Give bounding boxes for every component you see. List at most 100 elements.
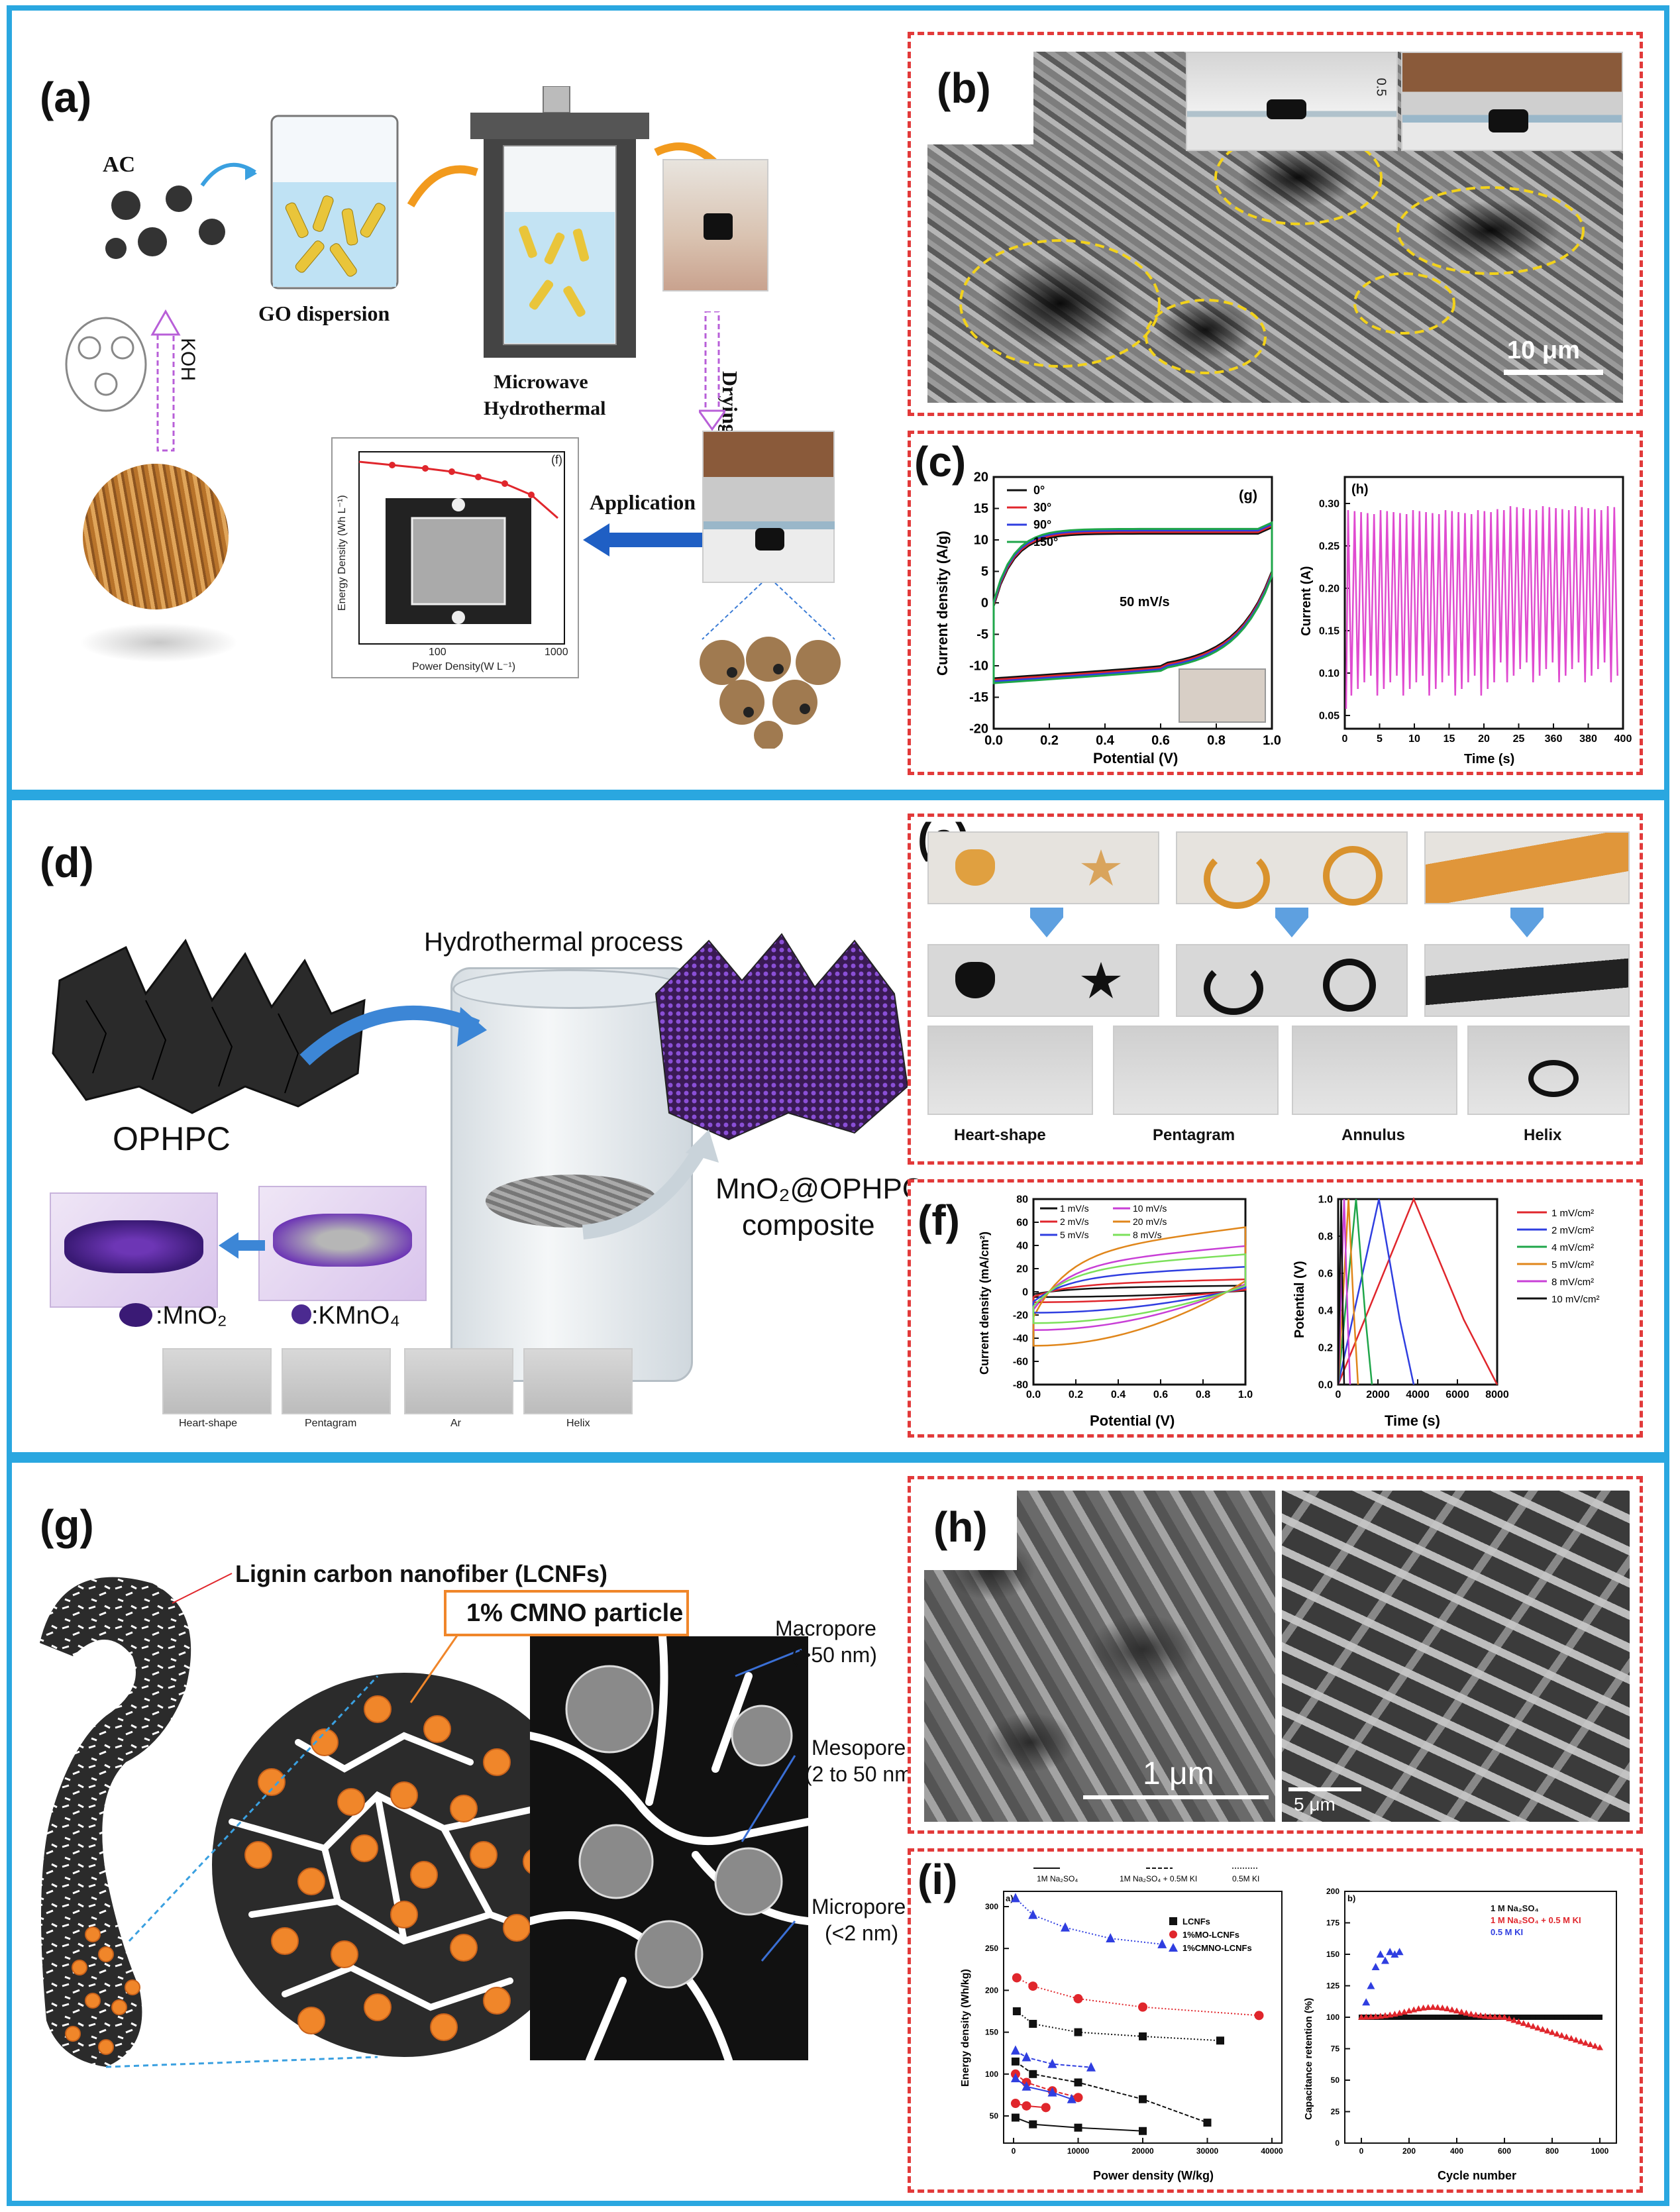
cv-f-legend-label-2: 2 mV/s xyxy=(1060,1216,1089,1227)
retention-black-7 xyxy=(1392,2015,1398,2020)
retention-black-17 xyxy=(1440,2015,1445,2020)
ruler-mark: 0.5 xyxy=(1373,78,1389,97)
mno2-particle-box xyxy=(50,1192,218,1308)
lcnf-label: Lignin carbon nanofiber (LCNFs) xyxy=(235,1560,607,1587)
retention-red-29 xyxy=(1496,2013,1503,2020)
cv-c-ytick-label-5: -5 xyxy=(976,627,988,642)
cv-f-legend-label-5: 8 mV/s xyxy=(1133,1230,1162,1240)
retention-red-36 xyxy=(1530,2023,1537,2029)
ragone-point-2-0 xyxy=(1010,1893,1020,1903)
retention-red-9 xyxy=(1400,2008,1408,2015)
cmno-sphere-25 xyxy=(85,1993,101,2009)
retention-red-50 xyxy=(1597,2044,1603,2050)
cv-c-ytick-label-8: -20 xyxy=(969,722,988,737)
retention-blue-1 xyxy=(1367,1981,1375,1989)
pore-pointer-lines xyxy=(735,1648,802,1962)
rag-xtick-label-2: 20000 xyxy=(1131,2146,1154,2156)
cv-c-ytick-label-4: 0 xyxy=(981,596,988,611)
rag-ytick-label-0: 300 xyxy=(985,1902,998,1911)
cmno-sphere-8 xyxy=(410,1861,438,1889)
retention-red-45 xyxy=(1573,2036,1579,2043)
cv-c-xtick-label-0: 0.0 xyxy=(984,733,1003,748)
rag-xtick-label-4: 40000 xyxy=(1261,2146,1283,2156)
panel-label-f: (f) xyxy=(918,1196,960,1244)
e-arrow-2 xyxy=(1275,908,1308,937)
retention-red-25 xyxy=(1477,2012,1484,2019)
i-top-legend-1: 1M Na₂SO₄ xyxy=(1037,1874,1078,1883)
e-carbon-heart-star xyxy=(927,944,1159,1017)
ragone-point-2-3 xyxy=(1106,1933,1116,1943)
cv-c-xtick-label-2: 0.4 xyxy=(1096,733,1115,748)
mesopore-label-1: Mesopore xyxy=(812,1736,906,1760)
lcnf-fiber-illustration xyxy=(40,1573,563,2068)
cv-f-curve-0 xyxy=(1032,1285,1247,1298)
ct-c-xtick-label-7: 380 xyxy=(1579,733,1597,745)
ret-ytick-label-7: 25 xyxy=(1331,2107,1340,2117)
retention-red-23 xyxy=(1467,2011,1475,2017)
cv-f-xtick-label-5: 1.0 xyxy=(1238,1389,1253,1400)
retention-red-32 xyxy=(1510,2017,1518,2023)
gcd-f-xlabel: Time (s) xyxy=(1385,1412,1440,1429)
sem-scale-label: 10 μm xyxy=(1507,337,1580,364)
cmno-label: 1% CMNO particle xyxy=(466,1599,684,1627)
gcd-f-curve-1 xyxy=(1337,1198,1415,1385)
ragone-point-4-4 xyxy=(1203,2119,1212,2127)
cv-f-ytick-label-6: -40 xyxy=(1013,1333,1028,1344)
ct-c-tag: (h) xyxy=(1351,482,1369,497)
ragone-legend-marker-0 xyxy=(1169,1917,1177,1925)
retention-black-8 xyxy=(1396,2015,1402,2020)
retention-black-33 xyxy=(1516,2015,1522,2020)
retention-red-48 xyxy=(1587,2041,1594,2048)
cv-c-legend-label-3: 150° xyxy=(1033,535,1058,549)
microwave-label: Microwave xyxy=(494,371,588,393)
hydrothermal-label: Hydrothermal xyxy=(484,397,606,419)
retention-red-16 xyxy=(1434,2004,1442,2011)
retention-red-41 xyxy=(1553,2030,1561,2037)
inset-ylabel: Energy Density (Wh L⁻¹) xyxy=(337,495,348,611)
h-left-scale-bar xyxy=(1083,1795,1269,1799)
cv-c-legend-label-2: 90° xyxy=(1033,518,1051,531)
gcd-f-curve-0 xyxy=(1337,1196,1498,1385)
retention-ylabel: Capacitance retention (%) xyxy=(1303,1998,1314,2120)
ragone-legend-label-1: 1%MO-LCNFs xyxy=(1182,1930,1239,1940)
energy-density-curve xyxy=(358,460,558,519)
ragone-point-2-4 xyxy=(1157,1938,1167,1948)
cv-c-legend-label-0: 0° xyxy=(1033,484,1045,497)
retention-black-22 xyxy=(1463,2015,1469,2020)
retention-red-21 xyxy=(1458,2008,1465,2015)
retention-black-23 xyxy=(1468,2015,1474,2020)
retention-black-43 xyxy=(1563,2015,1569,2020)
gcd-f-xtick-label-2: 4000 xyxy=(1406,1389,1430,1400)
cv-f-legend-label-0: 1 mV/s xyxy=(1060,1203,1089,1214)
retention-red-13 xyxy=(1420,2004,1427,2011)
retention-red-46 xyxy=(1577,2038,1585,2044)
ret-xtick-label-2: 400 xyxy=(1450,2146,1463,2156)
ragone-point-2-1 xyxy=(1028,1909,1038,1919)
cmno-sphere-2 xyxy=(364,1695,392,1723)
ragone-point-7-2 xyxy=(1041,2103,1051,2113)
retention-legend-label-0: 1 M Na₂SO₄ xyxy=(1491,1903,1539,1913)
gcd-f-curve-4 xyxy=(1337,1198,1351,1385)
retention-red-22 xyxy=(1463,2009,1470,2016)
cmno-sphere-30 xyxy=(85,1926,101,1942)
e-shape-label-3: Annulus xyxy=(1341,1126,1405,1144)
pore-sem-illustration xyxy=(530,1636,808,2060)
inset-x-tick-2: 1000 xyxy=(545,647,568,658)
cv-c-xtick-label-3: 0.6 xyxy=(1151,733,1170,748)
cv-c-ytick-label-6: -10 xyxy=(969,659,988,674)
retention-black-16 xyxy=(1435,2015,1441,2020)
ragone-line-3 xyxy=(1015,2050,1092,2068)
retention-black-35 xyxy=(1526,2015,1531,2020)
ophpc-label: OPHPC xyxy=(113,1120,231,1157)
ragone-point-7-0 xyxy=(1010,2099,1020,2109)
ragone-line-5 xyxy=(1015,2074,1078,2099)
gcd-f-ytick-label-5: 0.0 xyxy=(1318,1379,1333,1391)
ragone-point-1-3 xyxy=(1138,2002,1147,2012)
retention-black-15 xyxy=(1430,2015,1436,2020)
cv-f-ytick-label-5: -20 xyxy=(1013,1310,1028,1321)
panel-label-g: (g) xyxy=(40,1501,94,1549)
cmno-sphere-17 xyxy=(364,1993,392,2021)
cmno-sphere-18 xyxy=(430,2013,458,2041)
